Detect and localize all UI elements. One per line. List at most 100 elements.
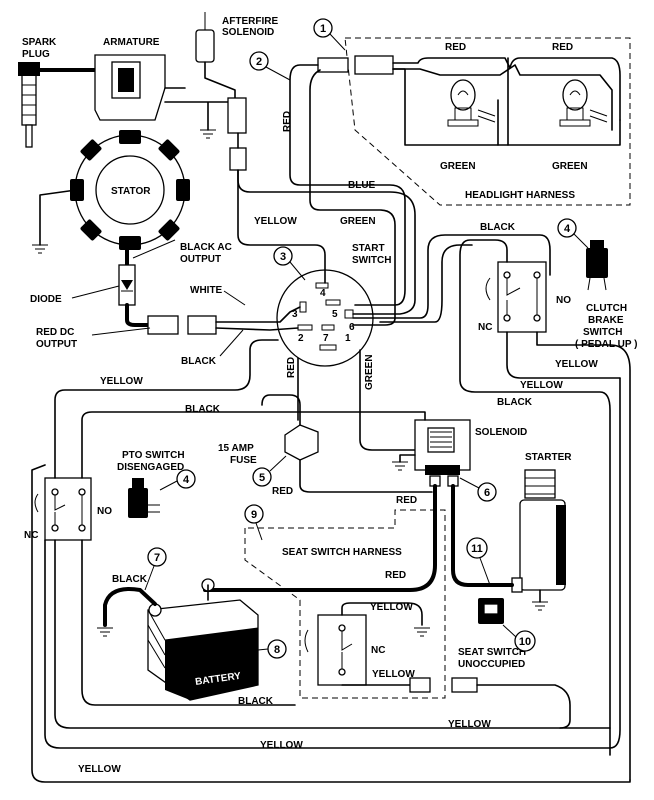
- label-clutch-2: BRAKE: [588, 315, 624, 326]
- label-yellow-seat-2: YELLOW: [372, 669, 415, 680]
- battery-plus: +: [235, 632, 241, 643]
- pto-switch-schematic: [34, 477, 92, 541]
- battery: + − BATTERY: [147, 578, 259, 701]
- headlight-connector-left: [317, 57, 349, 73]
- label-pto-1: PTO SWITCH: [122, 450, 185, 461]
- callout-4b: 4: [159, 469, 196, 491]
- label-afterfire-2: SOLENOID: [222, 27, 274, 38]
- leader-black-ac: [132, 239, 176, 259]
- label-start-switch-1: START: [352, 243, 385, 254]
- terminal-7: 7: [323, 333, 329, 344]
- svg-text:1: 1: [320, 23, 326, 35]
- afterfire-solenoid: [195, 12, 247, 171]
- leader-red-dc: [91, 327, 151, 336]
- battery-black-cable: [103, 587, 157, 627]
- label-starter: STARTER: [525, 452, 572, 463]
- label-diode: DIODE: [30, 294, 62, 305]
- label-seat-switch-2: UNOCCUPIED: [458, 659, 525, 670]
- label-clutch-1: CLUTCH: [586, 303, 627, 314]
- headlight-harness-border: [344, 37, 631, 206]
- starter-cable: [451, 484, 514, 587]
- svg-text:5: 5: [259, 472, 265, 484]
- label-red-vertical-top: RED: [282, 111, 293, 132]
- battery-red-cable: [203, 484, 437, 592]
- label-afterfire-1: AFTERFIRE: [222, 16, 278, 27]
- clutch-brake-switch-part: [586, 240, 608, 291]
- label-red-dc-1: RED DC: [36, 327, 74, 338]
- label-yellow-bottom-1: YELLOW: [448, 719, 491, 730]
- label-no-pto: NO: [97, 506, 112, 517]
- svg-text:8: 8: [274, 644, 280, 656]
- label-start-switch-2: SWITCH: [352, 255, 391, 266]
- label-headlight-red-1: RED: [445, 42, 466, 53]
- label-white: WHITE: [190, 285, 223, 296]
- terminal-6: 6: [349, 322, 355, 333]
- label-yellow-afterfire: YELLOW: [254, 216, 297, 227]
- label-pto-2: DISENGAGED: [117, 462, 184, 473]
- battery-minus: −: [183, 655, 189, 666]
- label-fuse-1: 15 AMP: [218, 443, 254, 454]
- label-red-vertical-mid: RED: [286, 357, 297, 378]
- callout-2: 2: [249, 51, 291, 81]
- label-red-battery: RED: [385, 570, 406, 581]
- headlight-bulb-right: [559, 79, 608, 127]
- label-fuse-2: FUSE: [230, 455, 257, 466]
- svg-text:6: 6: [484, 487, 490, 499]
- seat-switch-part: [478, 598, 504, 624]
- label-black-ac-2: OUTPUT: [180, 254, 221, 265]
- label-seat-switch-harness: SEAT SWITCH HARNESS: [282, 547, 402, 558]
- svg-text:7: 7: [154, 552, 160, 564]
- label-black-bottom: BLACK: [238, 696, 274, 707]
- svg-text:2: 2: [256, 56, 262, 68]
- clutch-brake-switch: [459, 239, 631, 781]
- svg-text:11: 11: [471, 543, 483, 555]
- label-black-clutch: BLACK: [497, 397, 533, 408]
- label-black-left: BLACK: [181, 356, 217, 367]
- pto-switch: [128, 478, 160, 518]
- svg-text:3: 3: [280, 251, 286, 263]
- callout-9: 9: [244, 504, 264, 541]
- label-red-dc-2: OUTPUT: [36, 339, 77, 350]
- terminal-3: 3: [292, 309, 298, 320]
- label-yellow-left: YELLOW: [100, 376, 143, 387]
- label-green-top: GREEN: [340, 216, 376, 227]
- headlight-harness: RED RED GREEN GREEN HEADLIGHT HARNESS: [317, 37, 631, 206]
- label-black-top: BLACK: [480, 222, 516, 233]
- label-blue: BLUE: [348, 180, 376, 191]
- callout-7: 7: [144, 547, 167, 591]
- label-nc-clutch: NC: [478, 322, 492, 333]
- terminal-2: 2: [298, 333, 304, 344]
- stator: [32, 130, 190, 254]
- callout-1: 1: [313, 18, 346, 51]
- headlight-bulb-left: [447, 79, 496, 127]
- label-red-solenoid: RED: [396, 495, 417, 506]
- callout-5: 5: [252, 455, 287, 487]
- harness-loops: [31, 339, 631, 783]
- callout-6: 6: [459, 477, 497, 502]
- terminal-5: 5: [332, 309, 338, 320]
- label-clutch-3: SWITCH: [583, 327, 622, 338]
- label-spark-plug-2: PLUG: [22, 49, 50, 60]
- label-headlight-green-2: GREEN: [552, 161, 588, 172]
- callouts: 1 2 3 4 4 5 6 7 8 9 10 11: [144, 18, 589, 659]
- callout-4a: 4: [557, 218, 589, 249]
- terminal-4: 4: [320, 288, 326, 299]
- label-headlight-green-1: GREEN: [440, 161, 476, 172]
- callout-11: 11: [466, 537, 491, 586]
- label-seat-switch-1: SEAT SWITCH: [458, 647, 526, 658]
- label-black-mid: BLACK: [185, 404, 221, 415]
- label-no-clutch: NO: [556, 295, 571, 306]
- callout-10: 10: [502, 624, 536, 652]
- label-spark-plug-1: SPARK: [22, 37, 57, 48]
- label-black-ac-1: BLACK AC: [180, 242, 232, 253]
- fuse-15amp: [261, 394, 433, 493]
- label-solenoid: SOLENOID: [475, 427, 527, 438]
- label-green-vertical: GREEN: [364, 354, 375, 390]
- solenoid: [392, 419, 471, 487]
- label-yellow-bottom-3: YELLOW: [78, 764, 121, 775]
- svg-text:4: 4: [183, 474, 190, 486]
- seat-switch-harness: [244, 509, 571, 729]
- label-clutch-4: ( PEDAL UP ): [575, 339, 637, 350]
